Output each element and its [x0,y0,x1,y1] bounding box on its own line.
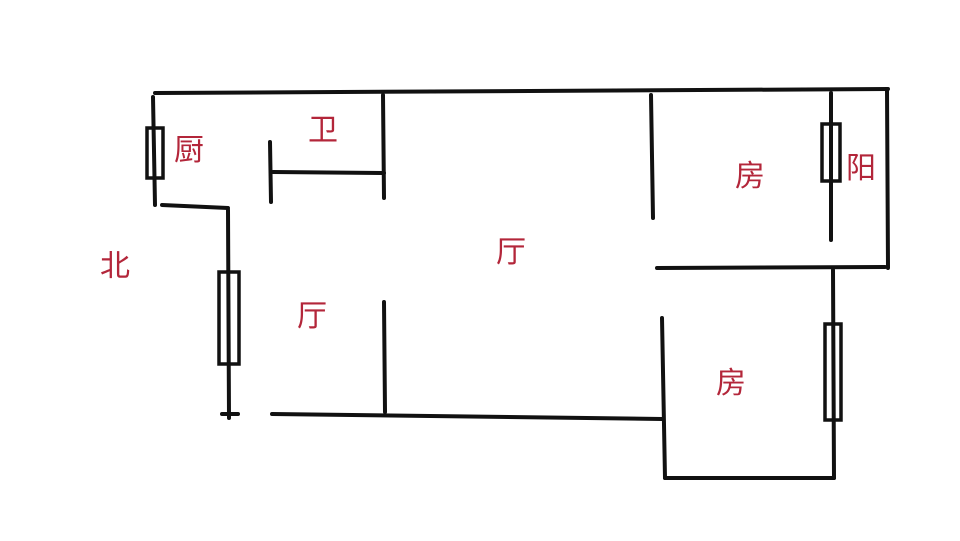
windows [145,122,843,422]
wall-bedroom-top-west [649,93,655,220]
room-labels: 北 厨 卫 厅 厅 房 房 阳 [100,113,876,401]
wall-bedroom-split [655,265,887,270]
wall-bedroom-bottom-west [660,316,667,480]
window-side-hall [217,270,241,366]
label-bathroom: 卫 [308,113,338,148]
wall-balcony-east [885,87,890,270]
label-north: 北 [100,249,130,284]
wall-side-hall-west [226,208,231,420]
label-bedroom-bottom: 房 [716,366,746,401]
wall-kitchen-west [151,95,157,207]
wall-bedroom-bottom-east [831,268,836,480]
walls [151,87,890,480]
wall-top [153,87,890,95]
wall-hall-divider [382,300,387,414]
label-living-main: 厅 [496,235,526,270]
window-bedroom-bottom [823,322,843,422]
wall-bottom [270,412,664,421]
label-kitchen: 厨 [174,133,204,168]
wall-bath-east [381,93,386,200]
label-living-side: 厅 [297,299,327,334]
window-kitchen [145,126,165,180]
label-balcony: 阳 [846,151,876,186]
wall-bath-west [268,140,273,204]
wall-kitchen-south [160,203,230,210]
window-bedroom-top [820,122,842,183]
label-bedroom-top: 房 [735,159,765,194]
wall-bath-south [271,170,386,175]
